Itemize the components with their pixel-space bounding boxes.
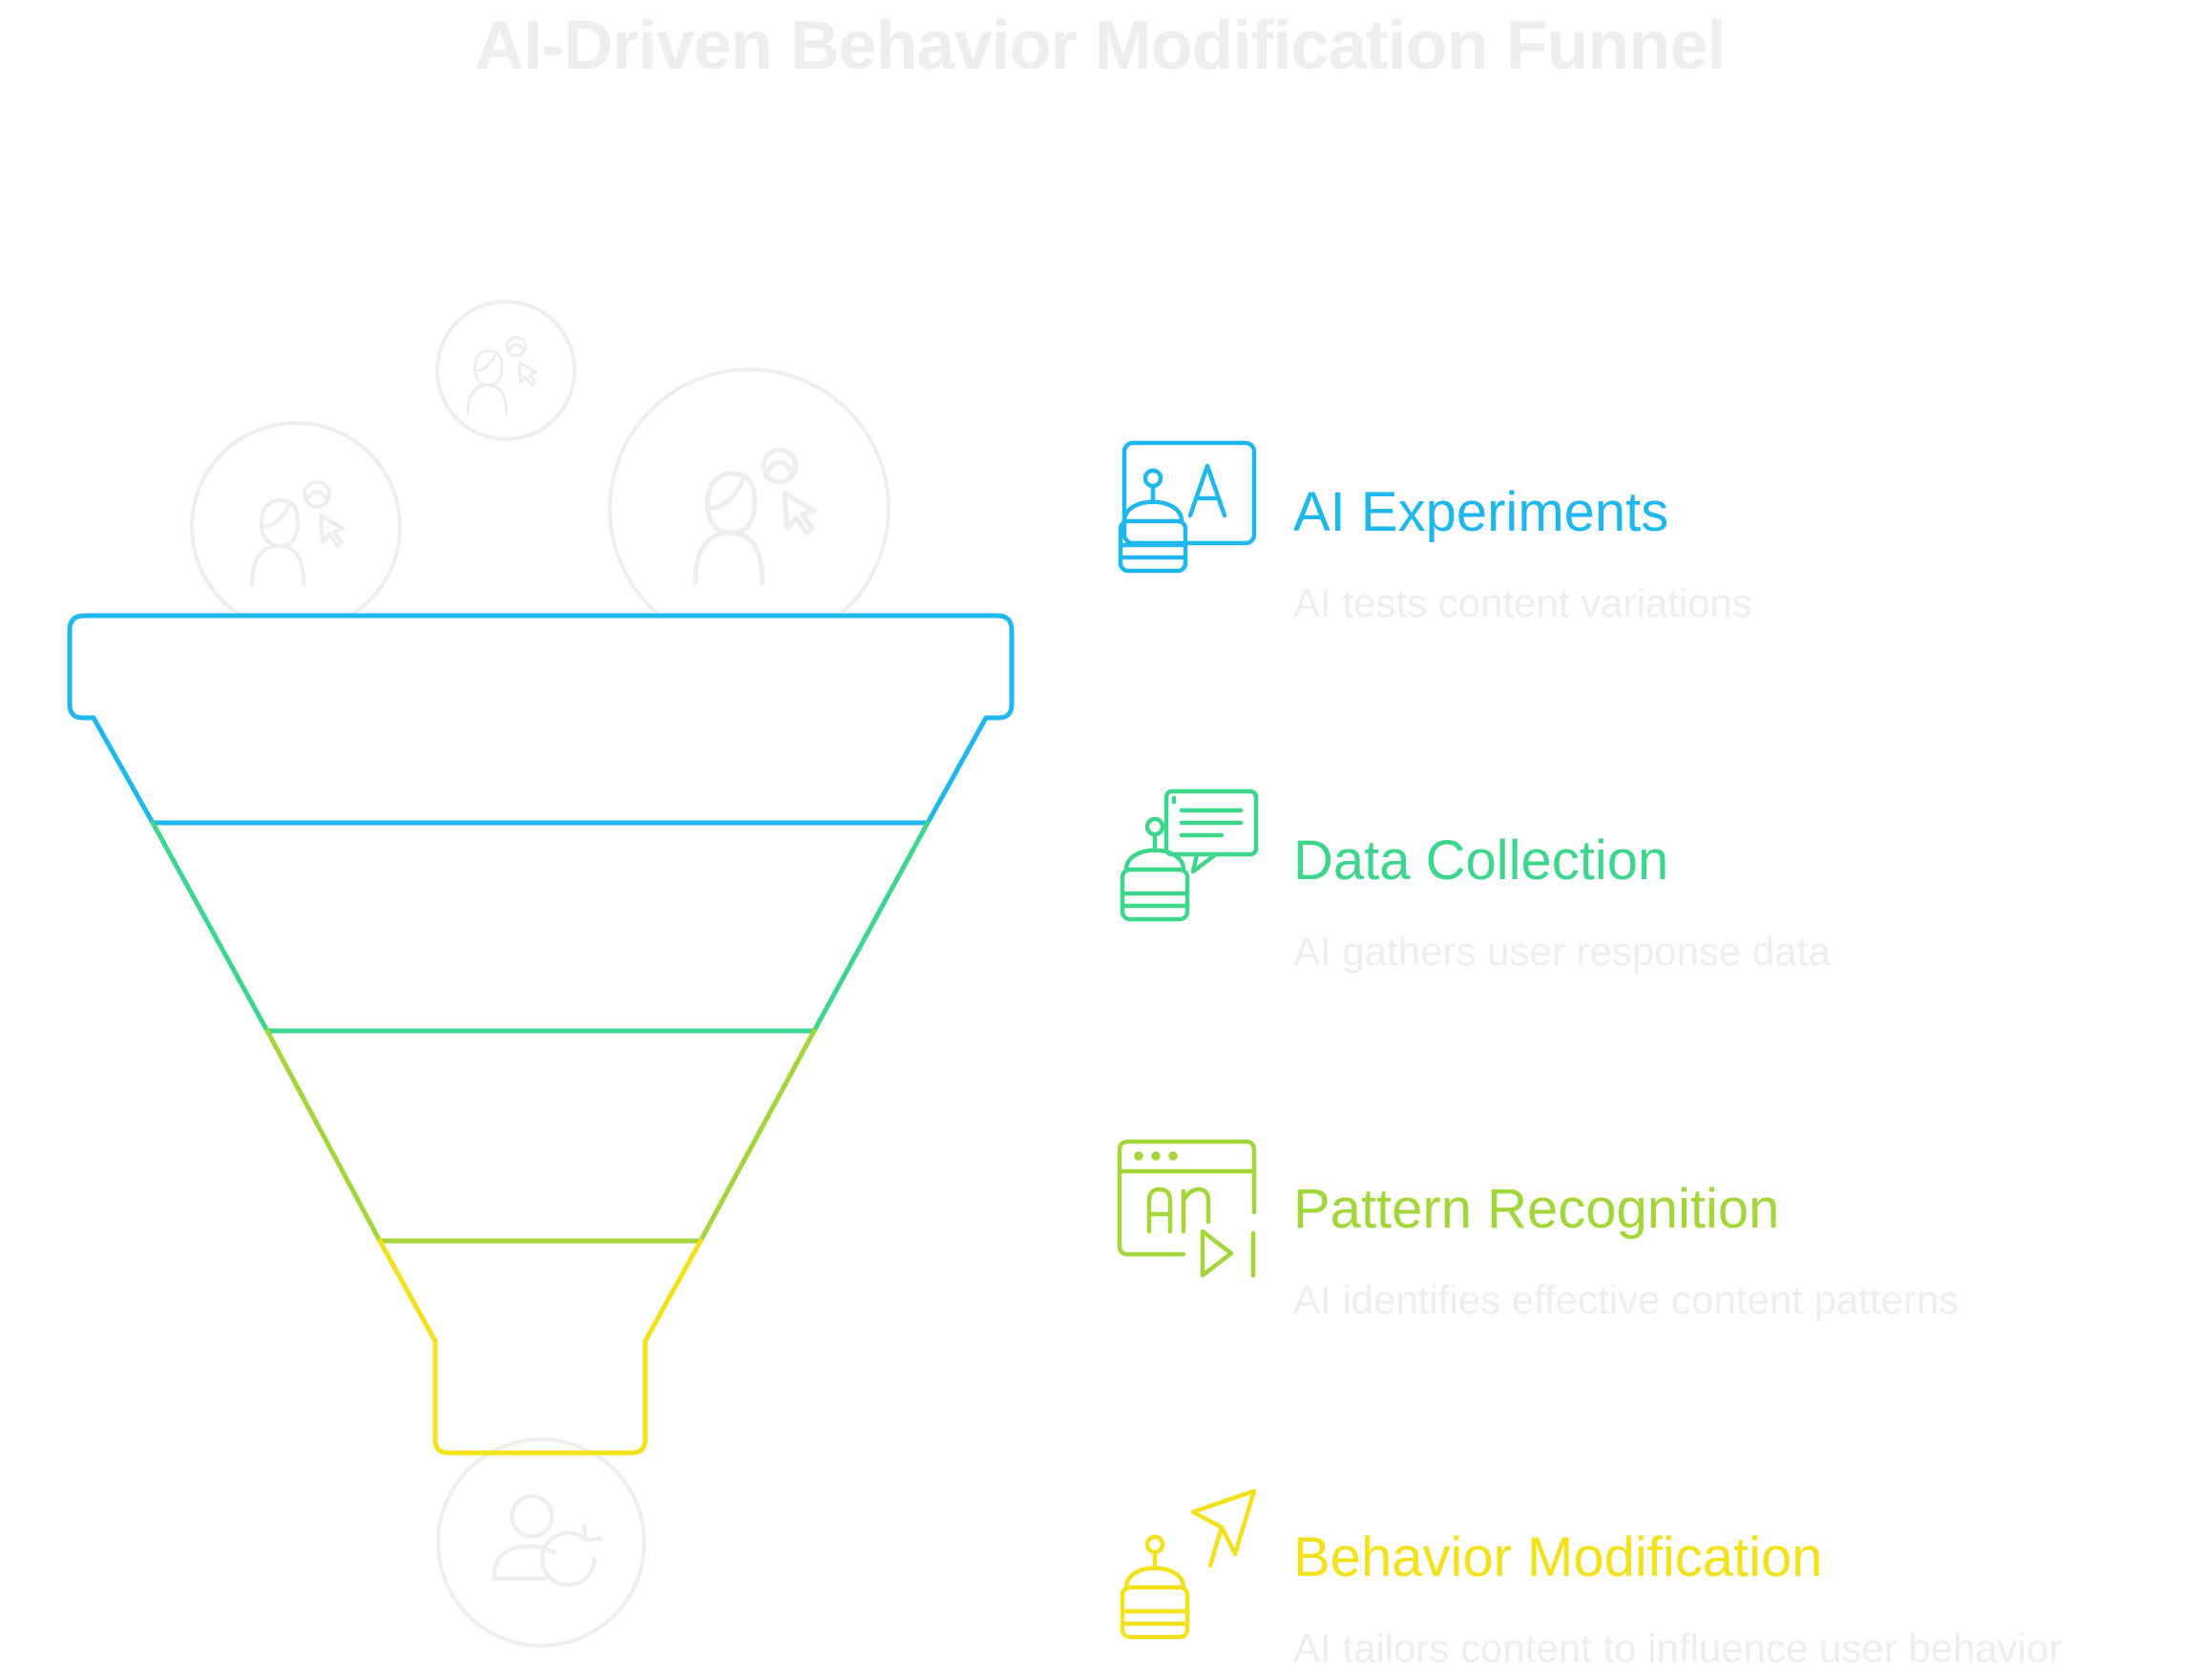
funnel-segment-3 [264,1028,817,1244]
stage-description: AI gathers user response data [1293,929,1831,974]
input-user-circle [190,421,402,633]
robot-ab-test-icon [1121,440,1257,571]
stage-title: Data Collection [1293,830,1669,892]
stage-description: AI identifies effective content patterns [1293,1277,1959,1322]
funnel-segment-1 [67,613,1015,826]
input-user-circle [608,368,890,650]
stage-4: Behavior Modification AI tailors content… [1293,1524,2152,1672]
input-user-circle [435,300,576,441]
robot-chat-icon [1122,788,1259,919]
stage-1: AI Experiments AI tests content variatio… [1293,479,2152,627]
output-user-circle [436,1438,646,1648]
funnel-segment-2 [150,820,931,1034]
robot-send-icon [1122,1488,1257,1637]
diagram-title: AI-Driven Behavior Modification Funnel [474,8,1726,84]
funnel-segment-4 [377,1238,703,1456]
stage-title: Behavior Modification [1293,1526,1823,1588]
stage-title: Pattern Recognition [1293,1178,1780,1240]
stage-title: AI Experiments [1293,481,1669,543]
stage-description: AI tests content variations [1293,580,1752,625]
ai-window-play-icon [1117,1139,1257,1278]
stage-description: AI tailors content to influence user beh… [1293,1626,2063,1670]
funnel [67,613,1015,1456]
stage-2: Data Collection AI gathers user response… [1293,828,2152,976]
stage-3: Pattern Recognition AI identifies effect… [1293,1176,2152,1324]
